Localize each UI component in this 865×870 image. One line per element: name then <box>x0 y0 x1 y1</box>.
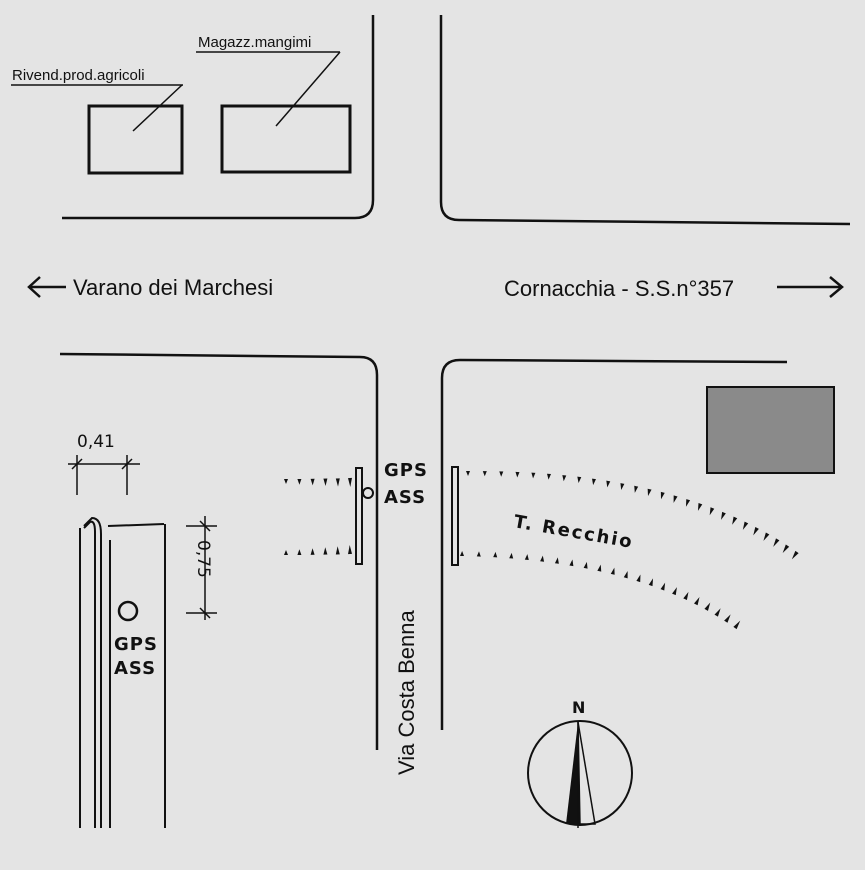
shaded-building <box>706 386 835 474</box>
stream-south-bank-west <box>284 545 352 556</box>
bank-hachure <box>348 545 352 555</box>
bank-hachure <box>721 511 726 520</box>
bank-hachure <box>335 478 340 487</box>
bank-hachure <box>482 471 487 477</box>
bank-hachure <box>310 478 315 486</box>
bank-hachure <box>531 472 536 479</box>
benchmark-detail-drawing <box>79 516 166 828</box>
bridge-west-parapet <box>355 467 363 565</box>
arrow-right-icon <box>777 276 844 298</box>
north-arrow-compass-icon <box>527 720 633 828</box>
bank-hachure <box>466 470 470 476</box>
bank-hachure <box>620 483 625 490</box>
bank-hachure <box>348 477 352 487</box>
height-dimension-label: 0,75 <box>193 540 213 578</box>
shop-label: Rivend.prod.agricoli <box>12 67 145 84</box>
bank-hachure <box>660 491 665 500</box>
stream-north-bank-west <box>284 477 352 487</box>
benchmark-marker <box>362 487 374 499</box>
width-dimension <box>68 455 140 495</box>
bank-hachure <box>540 555 545 562</box>
bank-hachure <box>683 591 689 601</box>
bank-hachure <box>673 495 678 503</box>
bank-hachure <box>297 478 302 485</box>
bank-hachure <box>732 516 738 525</box>
height-dimension <box>186 516 217 620</box>
bank-hachure <box>515 471 520 478</box>
bank-hachure <box>592 478 596 486</box>
benchmark-label-top: GPS <box>384 460 428 481</box>
bank-hachure <box>499 471 504 477</box>
bank-hachure <box>323 547 328 555</box>
bank-hachure <box>634 485 639 493</box>
bank-hachure <box>284 479 288 484</box>
bank-hachure <box>753 526 759 536</box>
bank-hachure <box>742 521 749 530</box>
bank-hachure <box>583 561 588 569</box>
bank-hachure <box>569 559 574 567</box>
road-east-label: Cornacchia - S.S.n°357 <box>504 276 734 301</box>
bank-hachure <box>323 478 328 486</box>
bank-hachure <box>709 507 715 516</box>
warehouse-building <box>220 104 352 174</box>
bank-hachure <box>714 608 721 617</box>
bank-hachure <box>697 503 703 511</box>
bank-hachure <box>733 620 741 630</box>
bank-hachure <box>782 544 790 554</box>
road-south-label: Via Costa Benna <box>394 610 419 775</box>
bank-hachure <box>547 473 551 480</box>
bank-hachure <box>724 614 731 623</box>
bank-hachure <box>791 550 799 560</box>
width-dimension-label: 0,41 <box>77 432 115 452</box>
bank-hachure <box>623 570 628 579</box>
bank-hachure <box>562 475 567 482</box>
bank-hachure <box>672 587 677 596</box>
arrow-left-icon <box>27 276 66 298</box>
stream-north-bank-east <box>466 470 799 560</box>
bank-hachure <box>610 567 615 575</box>
southwest-block <box>59 352 379 750</box>
bank-hachure <box>493 551 498 558</box>
shop-leader-line <box>132 84 183 132</box>
benchmark-label-bottom: ASS <box>384 487 426 508</box>
bridge-east-parapet <box>451 466 459 566</box>
bank-hachure <box>648 578 654 587</box>
bank-hachure <box>335 546 340 555</box>
southeast-block <box>440 358 788 730</box>
bank-hachure <box>647 488 652 496</box>
bank-hachure <box>597 564 602 572</box>
bank-hachure <box>310 548 315 555</box>
bank-hachure <box>460 551 464 557</box>
bank-hachure <box>685 499 691 507</box>
bank-hachure <box>763 532 770 541</box>
stream-south-bank-east <box>460 551 741 630</box>
shop-building <box>87 104 184 175</box>
bank-hachure <box>704 602 711 611</box>
bank-hachure <box>636 574 641 583</box>
bank-hachure <box>660 582 666 591</box>
bank-hachure <box>773 538 780 547</box>
bank-hachure <box>577 476 582 483</box>
detail-label-top: GPS <box>114 634 158 655</box>
detail-label-bottom: ASS <box>114 658 156 679</box>
road-west-label: Varano dei Marchesi <box>73 275 273 300</box>
bank-hachure <box>606 480 611 488</box>
warehouse-label: Magazz.mangimi <box>198 34 311 51</box>
bank-hachure <box>524 554 529 560</box>
bank-hachure <box>297 549 302 556</box>
northwest-block <box>62 15 375 220</box>
bank-hachure <box>509 552 514 559</box>
north-label: N <box>572 698 585 717</box>
bank-hachure <box>284 550 288 555</box>
stream-label: T. Recchio <box>512 511 635 553</box>
bank-hachure <box>554 557 559 564</box>
bank-hachure <box>694 597 700 606</box>
warehouse-leader-line <box>275 51 341 127</box>
bank-hachure <box>476 551 481 557</box>
northeast-block <box>439 15 851 226</box>
